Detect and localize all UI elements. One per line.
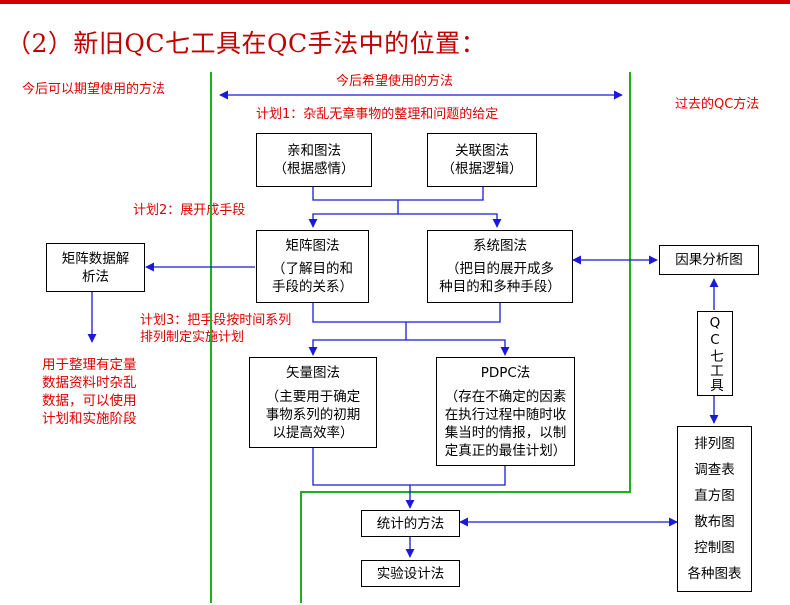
top-accent-bar <box>0 0 790 4</box>
qc-tools-list-box: 排列图 调查表 直方图 散布图 控制图 各种图表 <box>677 426 752 592</box>
region-label-future: 今后可以期望使用的方法 <box>22 82 166 97</box>
tool-control-chart: 控制图 <box>694 540 735 556</box>
matrix-title: 矩阵图法 <box>285 238 340 254</box>
connector-third-pair <box>312 448 506 486</box>
arrow-diagram-title: 矢量图法 <box>286 364 340 381</box>
relation-diagram-box: 关联图法 （根据逻辑） <box>427 133 537 187</box>
plan3-label: 计划3：把手段按时间系列排列制定实施计划 <box>140 313 292 345</box>
plan2-label: 计划2：展开成手段 <box>133 203 246 218</box>
pdpc-note: （存在不确定的因素 在执行过程中随时收 集当时的情报，以制 定真正的最佳计划） <box>444 388 567 459</box>
connector-to-third-row <box>308 339 510 356</box>
stats-title: 统计的方法 <box>376 515 445 532</box>
system-note: （把目的展开成多 种目的和多种手段） <box>439 261 561 295</box>
system-diagram-box: 系统图法 （把目的展开成多 种目的和多种手段） <box>427 230 573 303</box>
connector-to-second-row <box>308 213 502 228</box>
tool-check-sheet: 调查表 <box>694 462 735 478</box>
relation-title: 关联图法 <box>455 143 509 159</box>
tool-charts: 各种图表 <box>687 566 742 582</box>
tool-scatter: 散布图 <box>694 514 735 530</box>
matrix-note: （了解目的和 手段的关系） <box>272 261 353 295</box>
plan1-label: 计划1：杂乱无章事物的整理和问题的给定 <box>256 107 499 122</box>
page-title: （2）新旧QC七工具在QC手法中的位置： <box>6 29 487 58</box>
green-boundary-right <box>300 72 631 603</box>
doe-box: 实验设计法 <box>361 560 460 587</box>
matrix-diagram-box: 矩阵图法 （了解目的和 手段的关系） <box>256 230 369 303</box>
matrix-data-title: 矩阵数据解 析法 <box>61 250 130 285</box>
cause-effect-title: 因果分析图 <box>675 252 743 268</box>
affinity-title: 亲和图法 <box>287 143 341 159</box>
qc-seven-tools-title: QC七工具 <box>707 314 723 393</box>
tool-histogram: 直方图 <box>694 488 735 504</box>
matrix-data-usage-note: 用于整理有定量 数据资料时杂乱 数据，可以使用 计划和实施阶段 <box>42 357 137 427</box>
doe-title: 实验设计法 <box>376 565 445 582</box>
region-label-past: 过去的QC方法 <box>675 97 760 112</box>
tool-pareto: 排列图 <box>694 436 735 452</box>
relation-note: （根据逻辑） <box>441 161 523 177</box>
qc-seven-tools-box: QC七工具 <box>697 311 733 396</box>
pdpc-box: PDPC法 （存在不确定的因素 在执行过程中随时收 集当时的情报，以制 定真正的… <box>436 357 575 466</box>
connector-second-pair <box>312 303 501 323</box>
statistical-methods-box: 统计的方法 <box>361 510 460 537</box>
system-title: 系统图法 <box>473 238 527 254</box>
pdpc-title: PDPC法 <box>480 364 531 381</box>
matrix-data-analysis-box: 矩阵数据解 析法 <box>46 243 145 292</box>
cause-effect-box: 因果分析图 <box>659 245 759 275</box>
region-label-hope: 今后希望使用的方法 <box>336 74 454 89</box>
affinity-diagram-box: 亲和图法 （根据感情） <box>256 133 372 187</box>
connector-top-pair <box>312 186 484 201</box>
affinity-note: （根据感情） <box>273 161 355 177</box>
arrow-diagram-box: 矢量图法 （主要用于确定 事物系列的初期 以提高效率） <box>249 357 377 448</box>
arrow-diagram-note: （主要用于确定 事物系列的初期 以提高效率） <box>265 388 361 441</box>
